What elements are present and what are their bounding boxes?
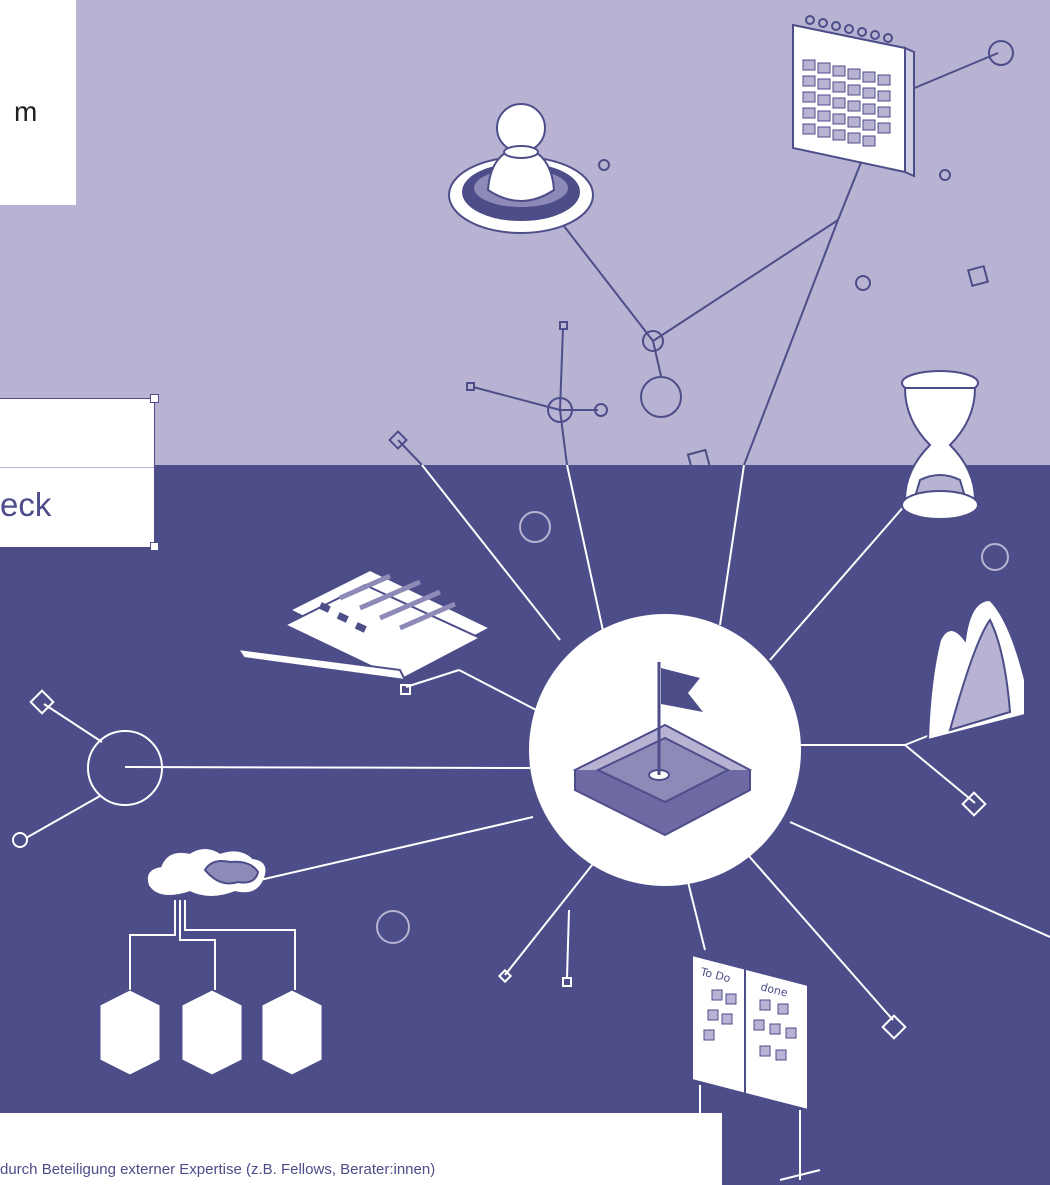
hourglass-icon [901, 370, 979, 520]
background-bottom [0, 465, 1050, 1185]
selection-handle-top-right [150, 394, 159, 403]
connector-lines-top [397, 52, 999, 466]
kanban-board-icon: To Do done [679, 953, 821, 1181]
selection-handle-bottom-right [150, 542, 159, 551]
label-box-text: eck [0, 486, 52, 523]
top-text-card: m [0, 0, 76, 205]
label-box-lower-row: eck [0, 468, 154, 547]
checklist-documents-icon [235, 568, 493, 682]
connector-lines-bottom [25, 464, 1050, 1021]
game-pawn-icon [448, 103, 594, 234]
document-rack-icon [926, 598, 1026, 742]
label-box-upper-row [0, 399, 154, 468]
nodes-top [388, 40, 1014, 474]
kanban-done-label: done [759, 980, 789, 999]
nodes-bottom [12, 511, 1009, 1040]
bottom-card-text: durch Beteiligung externer Expertise (z.… [0, 1161, 436, 1178]
top-card-text: m [14, 96, 38, 127]
label-box: eck [0, 394, 159, 551]
cloud-servers-icon [99, 849, 323, 1076]
calendar-icon [792, 15, 915, 178]
flag-on-platform-icon [529, 614, 801, 886]
bottom-text-card: durch Beteiligung externer Expertise (z.… [0, 1113, 722, 1185]
